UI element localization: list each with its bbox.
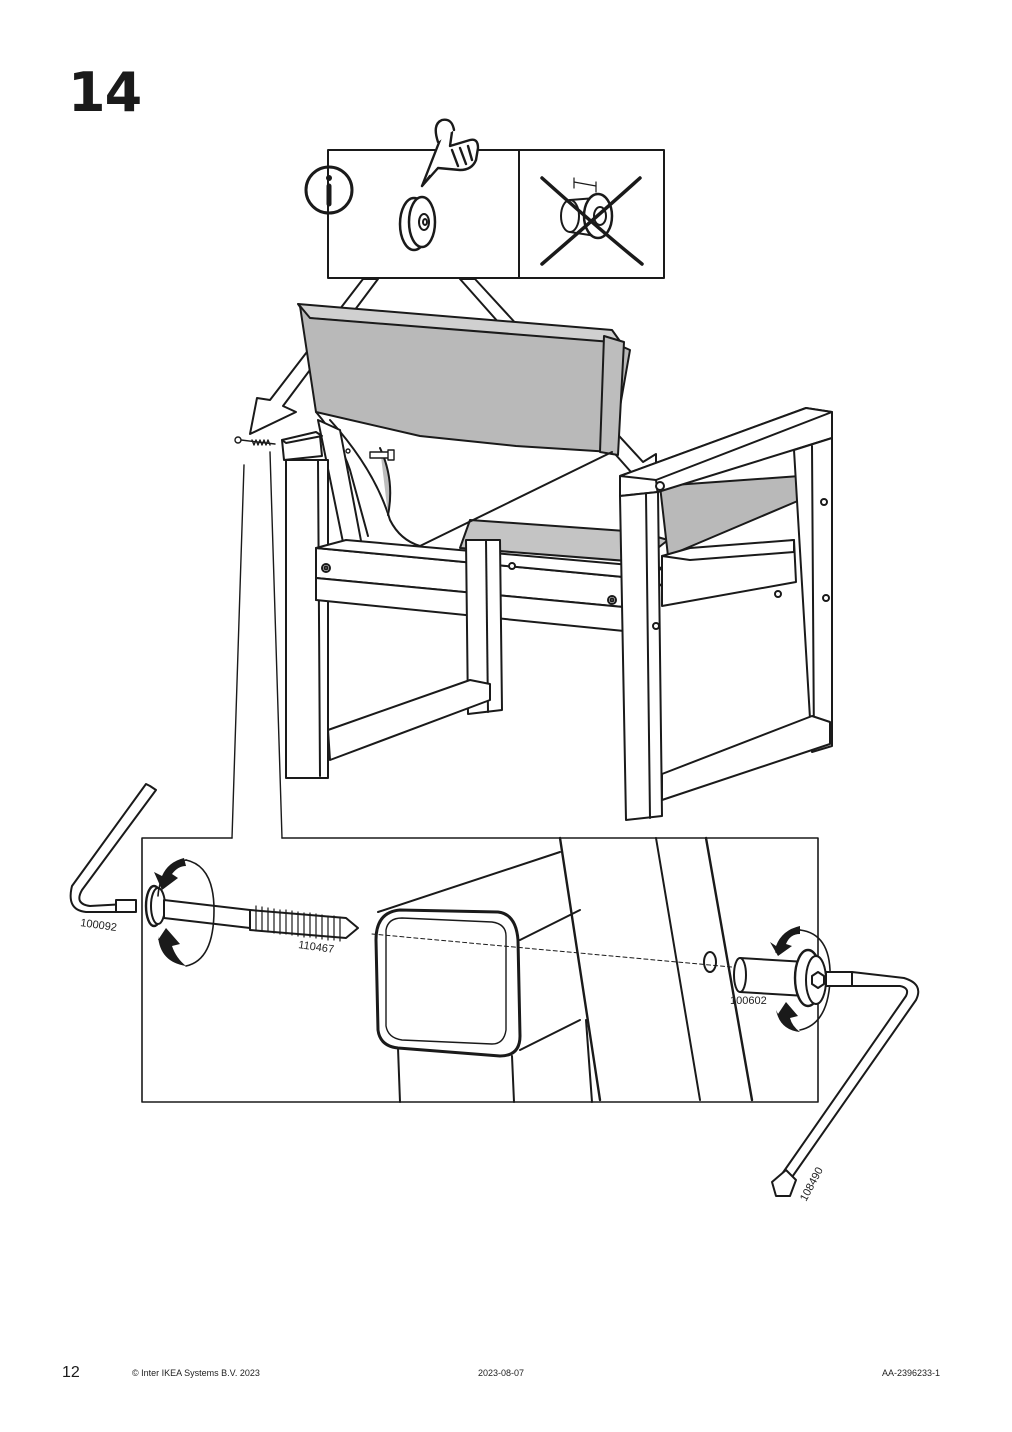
part-label-108490: 108490 [798,1165,826,1203]
info-callout [304,118,665,279]
step-number: 14 [68,61,142,124]
detail-view: 100092 110467 100602 108490 [69,783,920,1203]
page-number: 12 [62,1364,80,1381]
part-label-110467: 110467 [298,939,335,956]
part-label-100092: 100092 [80,917,118,934]
barrel-nut-correct-icon [398,195,437,252]
info-icon [304,165,354,215]
detail-zoom [141,451,819,1103]
allen-key-left [69,783,157,913]
document-date: 2023-08-07 [478,1368,525,1378]
bolt-110467 [144,884,359,942]
copyright: © Inter IKEA Systems B.V. 2023 [132,1368,260,1378]
document-code: AA-2396233-1 [882,1368,941,1378]
bolt-in-backrest [345,448,395,461]
pointing-hand-icon [420,118,480,188]
barrel-nut-incorrect-icon [540,176,644,266]
rotate-arrow-left [154,858,215,967]
allen-key-right [771,971,920,1197]
part-label-100602: 100602 [730,995,767,1007]
chair [234,303,833,821]
bolt-exploded-small [234,436,276,446]
